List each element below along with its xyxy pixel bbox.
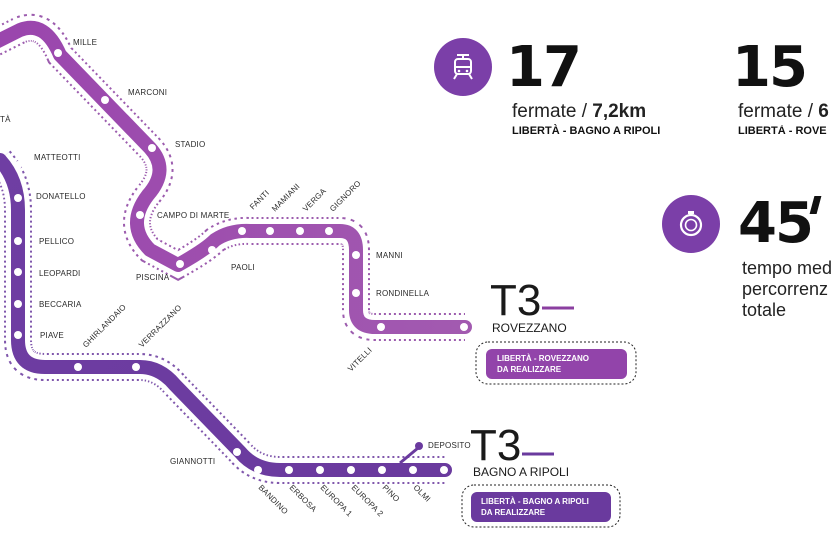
label-pellico: PELLICO [39,237,74,246]
travel-time-value: 45 [738,191,814,256]
label-pino: PINO [381,483,402,504]
stopwatch-icon [662,195,720,253]
ripoli-box-line2: DA REALIZZARE [481,508,546,517]
station-marconi [101,96,109,104]
rovezzano-stops-unit: fermate / 6 [738,101,829,122]
ripoli-box [471,492,611,522]
ripoli-stops-unit: fermate / 7,2km [512,101,647,122]
travel-time-description: tempo med percorrenz totale [742,258,833,320]
label-stadio: STADIO [175,140,205,149]
station-pellico [14,237,22,245]
station-erbosa [285,466,293,474]
label-giannotti: GIANNOTTI [170,457,215,466]
label-mamiani: MAMIANI [270,182,302,214]
label-vitelli: VITELLI [346,346,374,374]
label-gignoro: GIGNORO [328,179,363,214]
ripoli-line-code: T3 [470,421,521,470]
label-erbosa: ERBOSA [288,483,319,514]
rovezzano-line [0,20,472,334]
label-verga: VERGA [301,186,328,213]
station-matteotti [14,161,22,169]
station-verga [296,227,304,235]
station-gignoro [325,227,333,235]
label-mille: MILLE [73,38,97,47]
station-pino [378,466,386,474]
station-manni [352,251,360,259]
station-olmi [409,466,417,474]
label-olmi: OLMI [412,483,433,504]
rovezzano-stops-count: 15 [732,35,808,100]
ripoli-unit-distance: 7,2km [592,101,647,122]
station-vitelli [377,323,385,331]
rovezzano-line-code: T3 [490,276,541,325]
label-matteotti: MATTEOTTI [34,153,81,162]
label-liberta-partial: TÀ [0,115,11,124]
station-ghirlandaio [74,363,82,371]
ripoli-stations [14,161,448,474]
station-piave [14,331,22,339]
station-paoli [208,246,216,254]
label-ghirlandaio: GHIRLANDAIO [81,303,128,350]
station-piscina [176,260,184,268]
station-donatello [14,194,22,202]
station-bandino [254,466,262,474]
tram-glyph [453,54,473,80]
label-paoli: PAOLI [231,263,255,272]
ripoli-stops-count: 17 [506,35,582,100]
ripoli-destination: BAGNO A RIPOLI [473,465,569,479]
rovezzano-stat-route: LIBERTÀ - ROVE [738,125,827,137]
label-europa2: EUROPA 2 [350,483,386,519]
station-mamiani [266,227,274,235]
label-beccaria: BECCARIA [39,300,82,309]
station-mille [54,49,62,57]
ripoli-box-line1: LIBERTÀ - BAGNO A RIPOLI [481,497,589,506]
rovezzano-destination: ROVEZZANO [492,321,567,335]
ripoli-stat-route: LIBERTÀ - BAGNO A RIPOLI [512,125,661,137]
station-campo-di-marte [136,211,144,219]
label-campo-di-marte: CAMPO DI MARTE [157,211,229,220]
station-beccaria [14,300,22,308]
label-marconi: MARCONI [128,88,167,97]
label-rondinella: RONDINELLA [376,289,430,298]
station-verrazzano [132,363,140,371]
rovezzano-box-line2: DA REALIZZARE [497,365,562,374]
deposito-spur [399,446,419,465]
station-europa2 [347,466,355,474]
tram-icon [434,38,492,96]
rovezzano-box-outline [475,341,637,385]
station-rovezzano [460,323,468,331]
stopwatch-glyph [679,211,703,237]
label-verrazzano: VERRAZZANO [137,303,183,349]
deposito-marker [415,442,423,450]
station-bagno-a-ripoli [440,466,448,474]
rovezzano-unit-text: fermate [738,101,803,122]
label-leopardi: LEOPARDI [39,269,80,278]
station-giannotti [233,448,241,456]
station-fanti [238,227,246,235]
station-stadio [148,144,156,152]
label-manni: MANNI [376,251,403,260]
ripoli-unit-text: fermate [512,101,577,122]
label-piscina: PISCINA [136,273,170,282]
rovezzano-box-line1: LIBERTÀ - ROVEZZANO [497,354,589,363]
station-leopardi [14,268,22,276]
ripoli-box-outline [461,484,621,528]
rovezzano-box [486,349,627,379]
label-piave: PIAVE [40,331,64,340]
label-fanti: FANTI [248,188,271,211]
label-europa1: EUROPA 1 [319,483,355,519]
station-europa1 [316,466,324,474]
label-bandino: BANDINO [257,483,290,516]
label-donatello: DONATELLO [36,192,86,201]
rovezzano-unit-distance: 6 [818,101,829,122]
station-rondinella [352,289,360,297]
label-deposito: DEPOSITO [428,441,471,450]
rovezzano-stations [54,49,468,331]
